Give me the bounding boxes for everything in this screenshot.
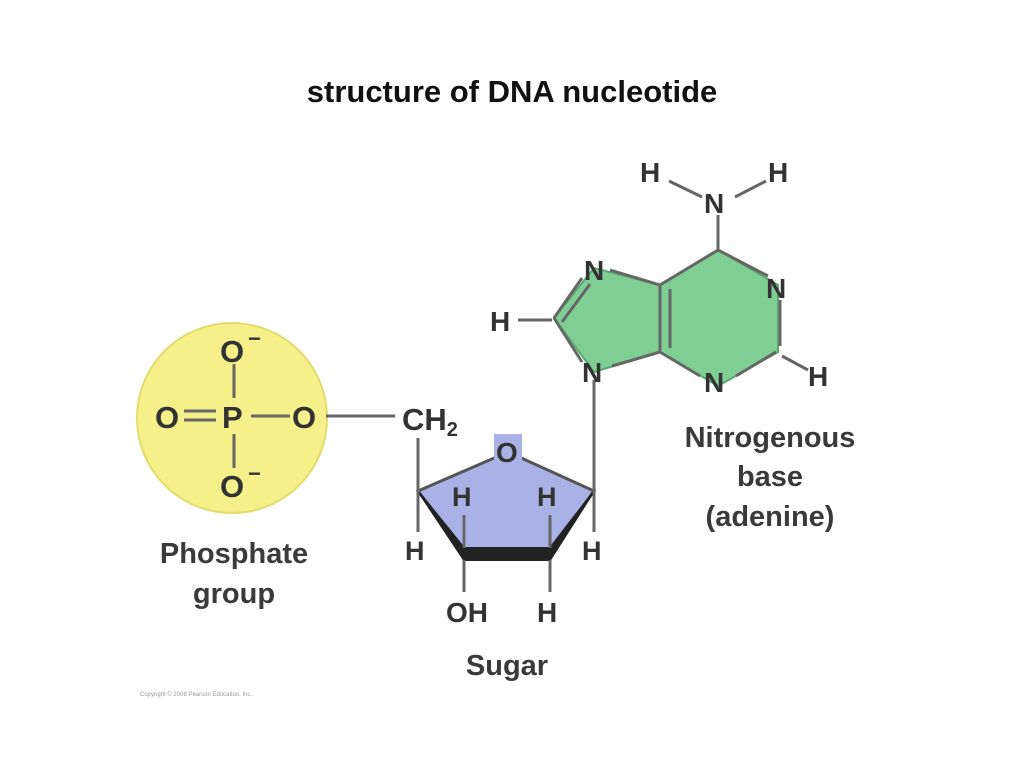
base-label-line1: Nitrogenous: [685, 422, 856, 454]
base-label-line2: base: [737, 461, 803, 493]
phosphate-o-top: O: [220, 334, 244, 369]
base-n-9: N: [582, 357, 602, 388]
sugar-bonds: [416, 380, 596, 592]
phosphate-o-top-charge: −: [248, 326, 261, 351]
sugar-h-bottom: H: [537, 597, 557, 628]
phosphate-p: P: [222, 400, 243, 435]
base-h-top-right: H: [768, 157, 788, 188]
sugar-h-right: H: [582, 536, 602, 566]
page-title: structure of DNA nucleotide: [306, 74, 718, 109]
base-label-line3: (adenine): [706, 501, 835, 533]
base-n-3: N: [704, 367, 724, 398]
sugar-label: Sugar: [466, 650, 548, 682]
base-h-top-left: H: [640, 157, 660, 188]
base-n-1: N: [766, 273, 786, 304]
base-n-7: N: [584, 255, 604, 286]
sugar-h-ring-right: H: [537, 482, 557, 512]
sugar-oh: OH: [446, 597, 488, 628]
phosphate-circle: [136, 322, 328, 514]
sugar-h-ring-left: H: [452, 482, 472, 512]
base-h-left: H: [490, 306, 510, 337]
ring-o-mask: [494, 434, 522, 464]
base-h-right: H: [808, 361, 828, 392]
phosphate-o-bottom: O: [220, 469, 244, 504]
phosphate-label-line2: group: [193, 578, 275, 610]
sugar-h-left: H: [405, 536, 425, 566]
sugar-ring-o: O: [496, 437, 518, 468]
sugar-ch: CH2: [402, 402, 458, 441]
base-bonds: [518, 179, 809, 378]
phosphate-o-bottom-charge: −: [248, 461, 261, 486]
phosphate-o-right: O: [292, 400, 316, 435]
phosphate-label-line1: Phosphate: [160, 538, 308, 570]
copyright-notice: Copyright © 2008 Pearson Education, Inc.: [140, 691, 252, 698]
phosphate-o-left: O: [155, 400, 179, 435]
phosphate-bonds: [184, 364, 395, 468]
base-n-amino: N: [704, 188, 724, 219]
